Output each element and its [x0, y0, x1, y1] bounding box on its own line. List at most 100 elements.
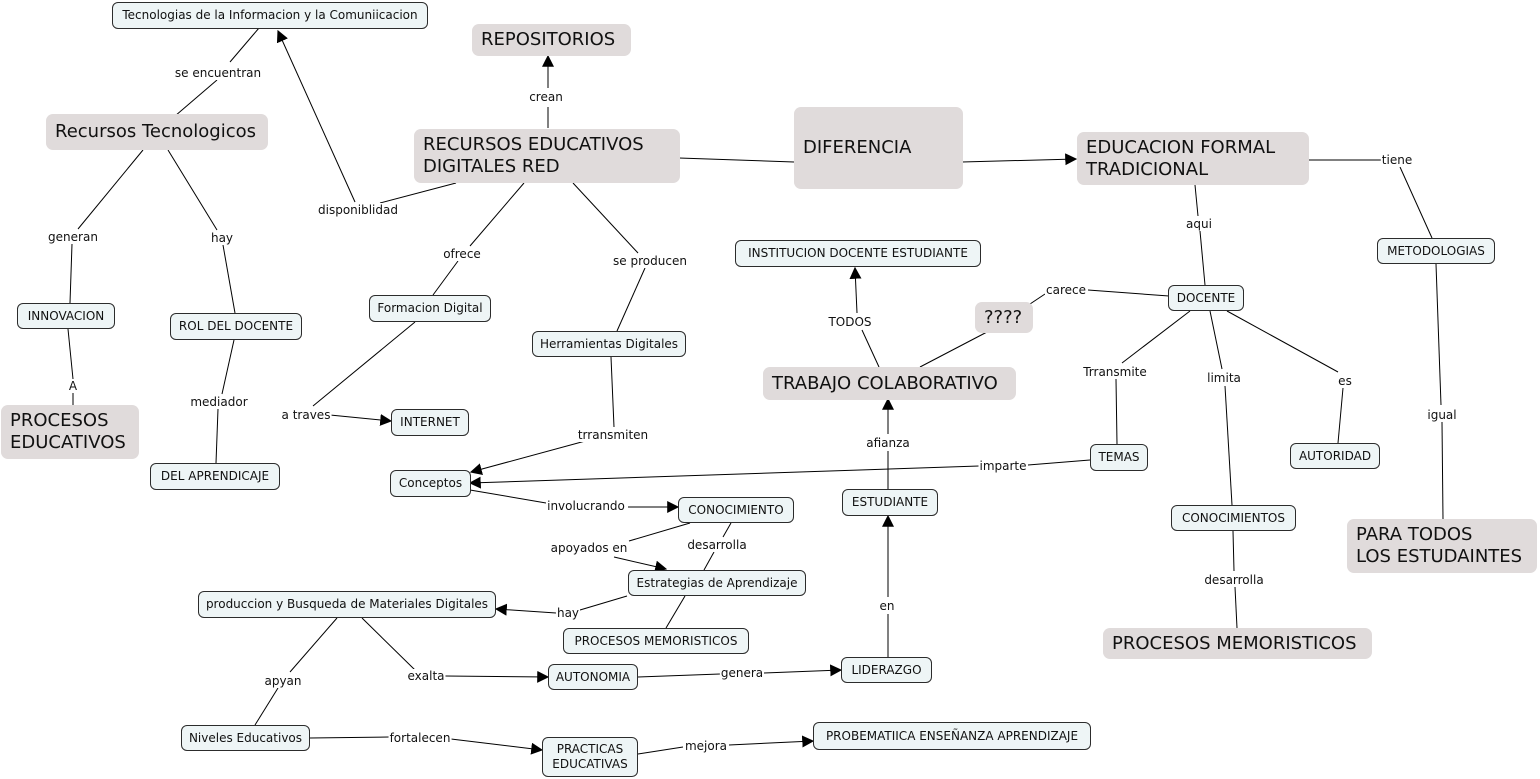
edge-apoyados-estrategias [613, 556, 668, 573]
link-hay-rol: hay [209, 231, 235, 245]
node-interrogantes[interactable]: ???? [975, 302, 1033, 333]
edge-diferencia-educacion [961, 153, 1078, 166]
edge-red-ofrece [469, 182, 525, 247]
node-produccion-busqueda-materiales[interactable]: produccion y Busqueda de Materiales Digi… [198, 591, 496, 618]
link-apyan: apyan [263, 674, 303, 688]
node-del-aprendicaje[interactable]: DEL APRENDICAJE [150, 463, 280, 490]
edge-practicas-mejora [637, 746, 684, 755]
edge-metodologias-igual [1435, 263, 1442, 406]
node-probematica-ensenanza-aprendizaje[interactable]: PROBEMATIICA ENSEÑANZA APRENDIZAJE [813, 722, 1091, 750]
edge-conocimiento-desarrolla [722, 522, 732, 538]
node-internet[interactable]: INTERNET [391, 409, 469, 436]
edge-niveles-fortalecen [309, 736, 390, 739]
edge-rol-mediador [221, 339, 235, 395]
edge-docente-trransmite [1121, 310, 1191, 364]
edge-produccion-apyan [289, 617, 338, 673]
link-afianza: afianza [865, 436, 911, 450]
node-practicas-educativas[interactable]: PRACTICAS EDUCATIVAS [542, 737, 638, 777]
edge-todos-institucion [849, 266, 862, 314]
edge-estrategias-procesos [665, 595, 686, 629]
edge-imparte-conceptos [468, 465, 980, 489]
link-genera: genera [719, 666, 765, 680]
node-liderazgo[interactable]: LIDERAZGO [841, 657, 932, 683]
edge-estrategias-hay [579, 595, 628, 611]
link-todos: TODOS [827, 315, 873, 329]
node-conocimiento[interactable]: CONOCIMIENTO [678, 497, 794, 523]
node-para-todos-los-estudiantes[interactable]: PARA TODOS LOS ESTUDAINTES [1347, 519, 1537, 573]
node-repositorios[interactable]: REPOSITORIOS [472, 24, 631, 56]
edge-temas-imparte [1027, 459, 1091, 466]
link-igual: igual [1426, 408, 1458, 422]
edge-hay-produccion [494, 603, 557, 616]
edge-generan-innovacion [69, 243, 73, 304]
link-mejora: mejora [683, 739, 729, 753]
node-procesos-memoristicos-small[interactable]: PROCESOS MEMORISTICOS [563, 628, 749, 654]
edge-formacion-a-traves [312, 321, 416, 407]
link-mediador: mediador [189, 395, 249, 409]
node-trabajo-colaborativo[interactable]: TRABAJO COLABORATIVO [763, 367, 1016, 400]
link-apoyados-en: apoyados en [549, 541, 629, 555]
edge-docente-limita [1209, 310, 1223, 370]
edge-trabajo-todos [861, 329, 880, 368]
node-autonomia[interactable]: AUTONOMIA [548, 664, 638, 690]
node-innovacion[interactable]: INNOVACION [17, 303, 115, 329]
node-diferencia[interactable]: DIFERENCIA [794, 107, 963, 189]
edge-conocimientos-desarrolla [1232, 530, 1235, 572]
node-temas[interactable]: TEMAS [1090, 444, 1148, 471]
node-herramientas-digitales[interactable]: Herramientas Digitales [532, 331, 686, 357]
node-metodologias[interactable]: METODOLOGIAS [1377, 238, 1495, 264]
node-conceptos[interactable]: Conceptos [390, 470, 471, 497]
edge-carece-interrogantes [1029, 293, 1046, 305]
link-crean: crean [528, 90, 564, 104]
link-tiene: tiene [1380, 153, 1414, 167]
edge-genera-liderazgo [763, 664, 843, 677]
edge-trabajo-interrogantes [919, 331, 988, 368]
edge-recursos-generan [77, 149, 144, 230]
node-procesos-memoristicos-big[interactable]: PROCESOS MEMORISTICOS [1103, 628, 1372, 659]
node-estrategias-de-aprendizaje[interactable]: Estrategias de Aprendizaje [628, 570, 806, 596]
edge-recursos-hay [167, 149, 218, 231]
edge-tiene-metodologias [1399, 166, 1433, 239]
edge-autonomia-genera [637, 673, 721, 678]
node-recursos-tecnologicos[interactable]: Recursos Tecnologicos [46, 114, 268, 150]
edge-produccion-exalta [361, 617, 416, 671]
node-conocimientos[interactable]: CONOCIMIENTOS [1171, 505, 1296, 531]
edge-mejora-probematica [728, 735, 815, 748]
edge-desarrolla-estrategias [703, 551, 715, 571]
link-generan: generan [47, 230, 99, 244]
node-formacion-digital[interactable]: Formacion Digital [369, 295, 491, 322]
link-se-producen: se producen [612, 254, 688, 268]
edge-conceptos-involucrando [469, 489, 547, 504]
edge-red-se-producen [572, 182, 639, 254]
node-estudiante[interactable]: ESTUDIANTE [842, 489, 938, 516]
node-rol-del-docente[interactable]: ROL DEL DOCENTE [170, 313, 302, 340]
edge-igual-para-todos [1441, 421, 1444, 520]
link-desarrolla-conocimientos: desarrolla [1203, 573, 1265, 587]
node-institucion-docente-estudiante[interactable]: INSTITUCION DOCENTE ESTUDIANTE [735, 240, 981, 267]
node-recursos-educativos-red[interactable]: RECURSOS EDUCATIVOS DIGITALES RED [414, 129, 680, 183]
edge-mediador-del [215, 408, 219, 464]
node-tic[interactable]: Tecnologias de la Informacion y la Comun… [112, 2, 428, 29]
node-educacion-formal-tradicional[interactable]: EDUCACION FORMAL TRADICIONAL [1077, 132, 1309, 185]
edge-herramientas-trransmiten [610, 356, 615, 428]
link-es: es [1337, 374, 1353, 388]
edge-se-encuentran-tic [229, 27, 260, 63]
edge-hay-rol [222, 244, 236, 314]
edge-trransmiten-conceptos [469, 436, 601, 475]
edge-conocimiento-apoyados [628, 522, 691, 542]
edge-docente-es [1226, 310, 1339, 373]
link-en: en [878, 599, 896, 613]
link-trransmiten: trransmiten [576, 428, 650, 442]
edge-red-diferencia [678, 157, 795, 163]
link-a-traves: a traves [280, 408, 332, 422]
node-autoridad[interactable]: AUTORIDAD [1290, 443, 1380, 469]
edge-exalta-autonomia [444, 670, 550, 683]
node-docente[interactable]: DOCENTE [1168, 285, 1244, 311]
node-procesos-educativos[interactable]: PROCESOS EDUCATIVOS [1, 405, 139, 459]
edge-trransmite-temas [1115, 378, 1118, 445]
edge-recursos-se-encuentran [174, 79, 218, 117]
node-niveles-educativos[interactable]: Niveles Educativos [181, 725, 310, 751]
link-fortalecen: fortalecen [388, 731, 452, 745]
edge-docente-carece [1087, 289, 1170, 297]
